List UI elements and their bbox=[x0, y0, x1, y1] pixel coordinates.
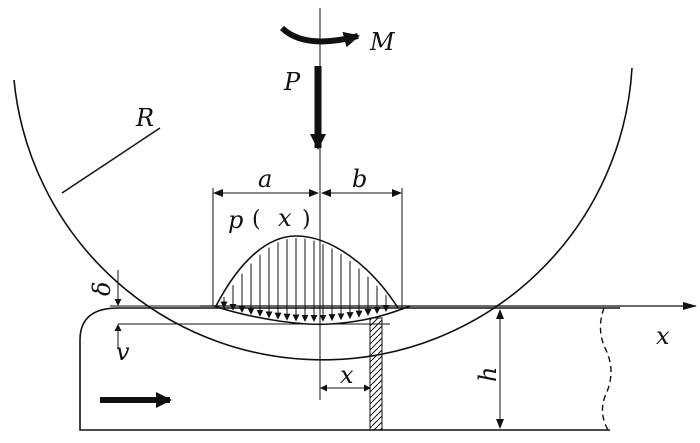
label-b: b bbox=[352, 165, 367, 193]
pressure-curve bbox=[215, 235, 399, 309]
radius-line bbox=[61, 127, 161, 194]
label-x-dim: x bbox=[340, 361, 354, 389]
label-v: v bbox=[116, 338, 130, 366]
hatched-section bbox=[369, 317, 383, 431]
label-h: h bbox=[474, 367, 502, 382]
label-x-axis: x bbox=[656, 322, 670, 350]
strip-block bbox=[79, 307, 620, 431]
label-x-in-p: x bbox=[278, 204, 292, 232]
label-paren-close: ) bbox=[302, 207, 311, 232]
roller-arc bbox=[13, 67, 633, 361]
label-P: P bbox=[283, 68, 301, 96]
break-line bbox=[599, 307, 612, 431]
label-paren-open: ( bbox=[252, 207, 261, 232]
label-a: a bbox=[258, 165, 272, 193]
label-R: R bbox=[135, 104, 154, 132]
moment-arrow bbox=[279, 25, 360, 48]
contact-deformation-curve bbox=[213, 305, 411, 326]
label-delta: δ bbox=[88, 282, 116, 296]
label-p: p bbox=[228, 206, 243, 234]
pressure-arrows bbox=[220, 238, 390, 322]
label-M: M bbox=[369, 28, 396, 56]
